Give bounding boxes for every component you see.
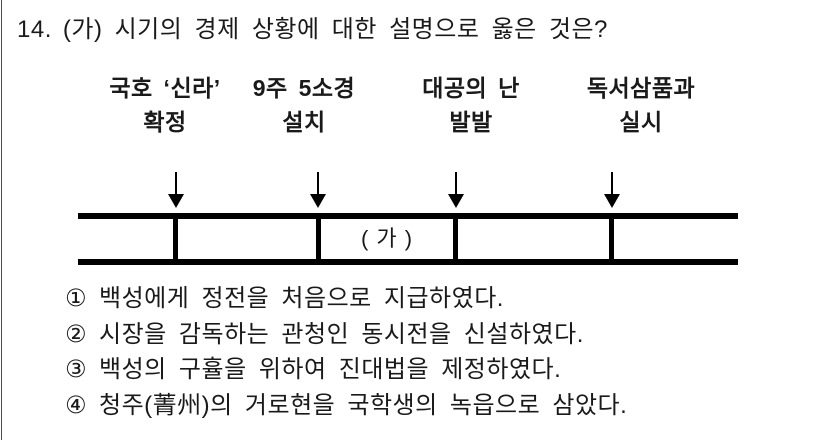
event-3-line1: 대공의 난 xyxy=(422,75,520,101)
choice-4: ④ 청주(菁州)의 거로현을 국학생의 녹읍으로 삼았다. xyxy=(65,391,627,421)
question-header: 14. (가) 시기의 경제 상황에 대한 설명으로 옳은 것은? xyxy=(17,15,608,45)
event-4-line1: 독서삼품과 xyxy=(586,75,696,101)
event-1-line2: 확정 xyxy=(143,109,187,135)
question-text: (가) 시기의 경제 상황에 대한 설명으로 옳은 것은? xyxy=(62,16,608,43)
choice-4-text: 청주(菁州)의 거로현을 국학생의 녹읍으로 삼았다. xyxy=(99,392,628,419)
event-2-line1: 9주 5소경 xyxy=(252,75,356,101)
timeline-tick-3 xyxy=(453,219,458,259)
choice-3-marker: ③ xyxy=(65,356,88,383)
timeline-event-label-1: 국호 ‘신라’ 확정 xyxy=(55,71,275,139)
choice-1-text: 백성에게 정전을 처음으로 지급하였다. xyxy=(99,285,504,312)
page-left-border xyxy=(1,0,2,440)
down-arrow-icon xyxy=(604,172,620,208)
timeline-tick-2 xyxy=(316,219,321,259)
event-1-line1: 국호 ‘신라’ xyxy=(109,75,221,101)
down-arrow-icon xyxy=(310,172,326,208)
timeline-event-label-3: 대공의 난 발발 xyxy=(361,71,581,139)
down-arrow-icon xyxy=(448,172,464,208)
timeline-event-label-4: 독서삼품과 실시 xyxy=(531,71,751,139)
choice-1: ① 백성에게 정전을 처음으로 지급하였다. xyxy=(65,284,504,314)
choice-3: ③ 백성의 구휼을 위하여 진대법을 제정하였다. xyxy=(65,355,561,385)
question-number: 14. xyxy=(17,16,52,43)
timeline-tick-1 xyxy=(173,219,178,259)
choice-2: ② 시장을 감독하는 관청인 동시전을 신설하였다. xyxy=(65,320,584,350)
timeline-event-label-2: 9주 5소경 설치 xyxy=(194,71,414,139)
timeline-gap-label: ( 가 ) xyxy=(360,226,414,251)
choice-4-marker: ④ xyxy=(65,392,88,419)
choice-1-marker: ① xyxy=(65,285,88,312)
event-2-line2: 설치 xyxy=(282,109,326,135)
down-arrow-icon xyxy=(168,172,184,208)
choice-2-text: 시장을 감독하는 관청인 동시전을 신설하였다. xyxy=(99,321,584,348)
event-4-line2: 실시 xyxy=(619,109,663,135)
event-3-line2: 발발 xyxy=(449,109,493,135)
choice-3-text: 백성의 구휼을 위하여 진대법을 제정하였다. xyxy=(99,356,562,383)
choice-2-marker: ② xyxy=(65,321,88,348)
timeline-tick-4 xyxy=(609,219,614,259)
timeline-bar: ( 가 ) xyxy=(78,213,738,265)
